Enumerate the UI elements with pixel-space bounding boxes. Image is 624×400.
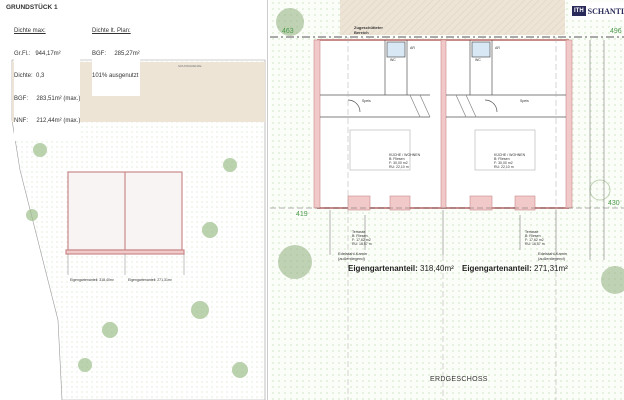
density-line: Dichte: 0,3: [14, 73, 45, 79]
fill-area: [340, 0, 565, 35]
logo-mark: ITH: [572, 6, 586, 16]
density-line: 101% ausgenutzt: [92, 73, 139, 79]
terrace-area: F: 17,62 m2: [525, 238, 544, 242]
garden-share-right: Eigengartenanteil: 271,31m²: [128, 278, 172, 282]
kitchen-area: F: 30,00 m2: [494, 161, 513, 165]
trees: [276, 8, 624, 294]
floor-plan-drawing: [270, 0, 624, 400]
site-plan-panel: GRUNDSTÜCK 1 Dichte max: Gr.Fl.: 944,17m…: [0, 0, 266, 400]
chimney-name: Edelstahl-Kamin: [338, 251, 368, 256]
room-wc-left: WC: [390, 58, 396, 62]
level-bl: 419: [296, 211, 308, 218]
chimney-right: Edelstahl-Kamin(außenliegend): [538, 251, 567, 261]
density-line: NNF: 212,44m² (max.): [14, 118, 81, 124]
level-tl: 463: [282, 28, 294, 35]
terrace-perimeter: RU: 16,57 m: [352, 242, 372, 246]
fill-area-line: Bereich: [354, 29, 369, 35]
kitchen-area: F: 30,00 m2: [389, 161, 408, 165]
terrace-floor: B: Fliesen: [525, 234, 541, 238]
garden-share-value: 271,31m²: [534, 264, 568, 273]
boundary-label: GRUNDGRENZE: [178, 64, 202, 68]
density-plan-heading: Dichte lt. Plan:: [92, 28, 131, 34]
density-line: BGF: 285,27m²: [92, 50, 140, 57]
density-max-heading: Dichte max:: [14, 28, 46, 34]
density-plan: Dichte lt. Plan: BGF: 285,27m² 101% ausg…: [92, 13, 140, 96]
logo-text: SCHANTL: [587, 6, 624, 16]
kitchen-name: KÜCHE / WOHNEN: [494, 153, 526, 157]
room-wc-right: WC: [475, 58, 481, 62]
density-line: BGF: 283,51m² (max.): [14, 95, 81, 102]
garden-share-label: Eigengartenanteil:: [462, 264, 532, 273]
kitchen-floor: B: Fliesen: [494, 157, 510, 161]
garden-share-value: 318,40m²: [420, 264, 454, 273]
logo: ITH SCHANTL: [572, 2, 624, 20]
room-ar-left: AR: [410, 46, 415, 50]
interior-walls: [320, 40, 566, 171]
terrace-perimeter: RU: 16,57 m: [525, 242, 545, 246]
garden-share-label: Eigengartenanteil:: [348, 264, 418, 273]
fill-area-label: Zugeschütteter Bereich: [354, 25, 383, 35]
garden-share-right: Eigengartenanteil: 271,31m²: [462, 264, 568, 273]
density-line: Gr.Fl.: 944,17m²: [14, 50, 61, 57]
plot-title: GRUNDSTÜCK 1: [6, 4, 58, 11]
terrace-name: Terrasse: [352, 230, 366, 234]
density-max: Dichte max: Gr.Fl.: 944,17m² Dichte: 0,3…: [14, 13, 81, 141]
trees: [26, 143, 248, 378]
level-tr: 496: [610, 28, 622, 35]
garden-share-left: Eigengartenanteil: 318,40m²: [70, 278, 114, 282]
kitchen-name: KÜCHE / WOHNEN: [389, 153, 421, 157]
fill-area-line: Zugeschütteter: [354, 25, 383, 30]
terrace-floor: B: Fliesen: [352, 234, 368, 238]
room-speis-left: Speis: [362, 99, 371, 103]
kitchen-perimeter: RU: 22,10 m: [389, 165, 409, 169]
site-plan-drawing: [11, 59, 266, 400]
floor-plan-panel: Zugeschütteter Bereich ITH SCHANTL 463 4…: [270, 0, 624, 400]
kitchen-perimeter: RU: 22,10 m: [494, 165, 514, 169]
terrace-name: Terrasse: [525, 230, 539, 234]
small-building: [65, 171, 185, 255]
chimney-note: (außenliegend): [538, 256, 565, 261]
terrace-area: F: 17,62 m2: [352, 238, 371, 242]
room-speis-right: Speis: [520, 99, 529, 103]
chimney-left: Edelstahl-Kamin(außenliegend): [338, 251, 367, 261]
level-br: 430: [608, 200, 620, 207]
kitchen-floor: B: Fliesen: [389, 157, 405, 161]
room-ar-right: AR: [495, 46, 500, 50]
chimney-name: Edelstahl-Kamin: [538, 251, 568, 256]
garden-share-left: Eigengartenanteil: 318,40m²: [348, 264, 454, 273]
panel-divider: [267, 0, 268, 400]
chimney-note: (außenliegend): [338, 256, 365, 261]
floor-label: ERDGESCHOSS: [430, 376, 488, 383]
